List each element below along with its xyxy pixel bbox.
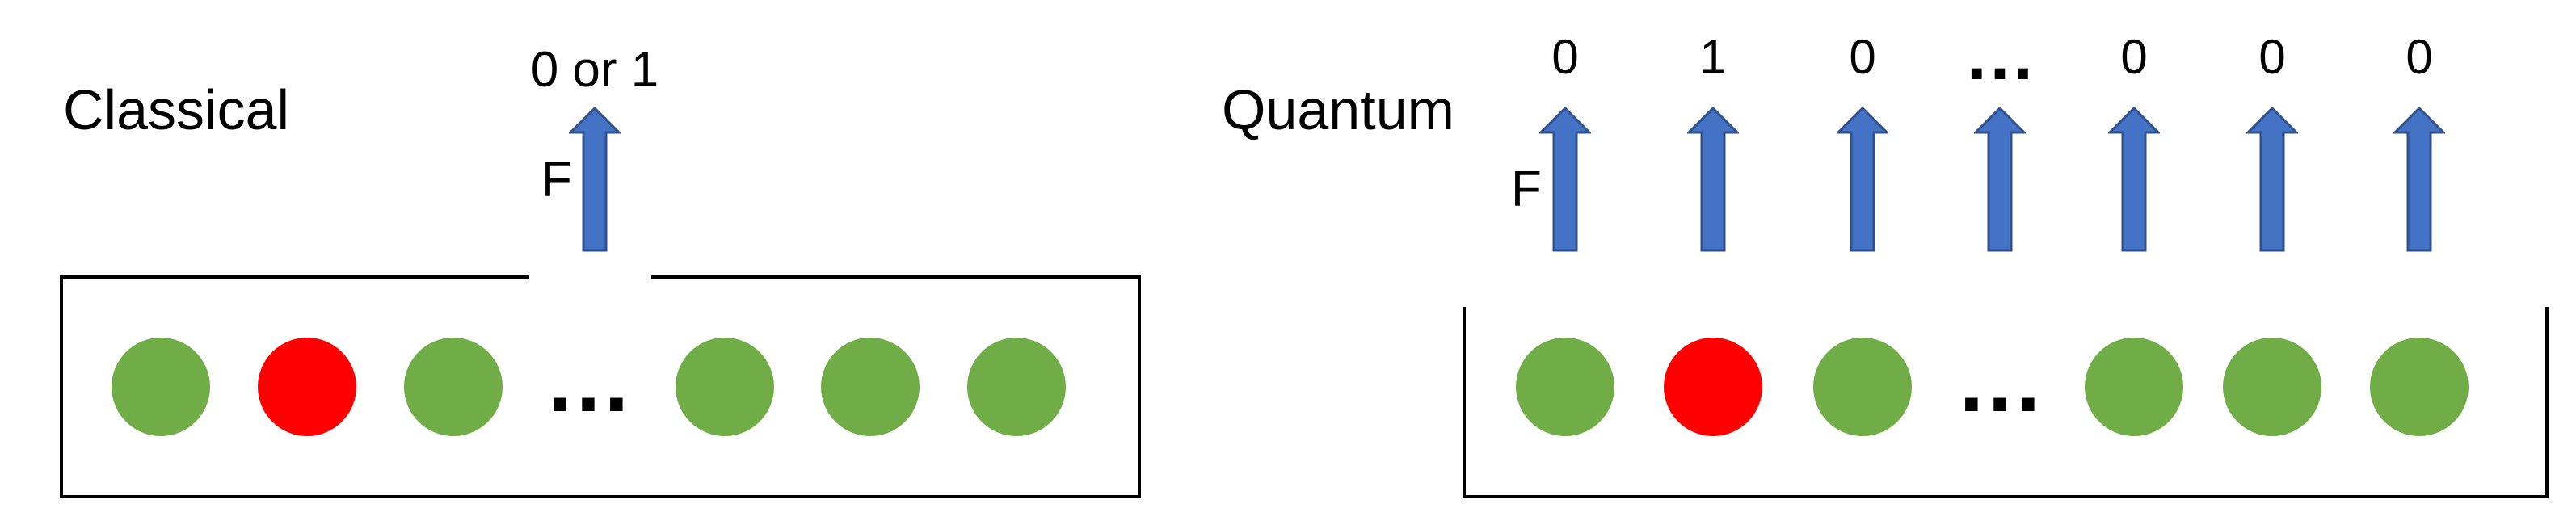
quantum-output-row: 0 1 0 … 0 0 0 (1551, 15, 2432, 95)
quantum-measure-arrow (1687, 107, 1739, 252)
classical-particle-green (404, 338, 503, 436)
quantum-measure-arrow (2246, 107, 2298, 252)
classical-output-label: 0 or 1 (531, 42, 659, 98)
quantum-particle-green (1516, 338, 1614, 436)
quantum-measure-arrow (2393, 107, 2445, 252)
quantum-particle-green (2085, 338, 2183, 436)
quantum-output-label: 0 (2406, 30, 2432, 84)
quantum-title: Quantum (1222, 78, 1454, 141)
classical-container (60, 275, 1141, 498)
quantum-panel: Quantum F 0 1 0 … 0 0 0 … (1222, 15, 2549, 498)
classical-particle-green (676, 338, 774, 436)
classical-particle-row: … (112, 331, 1066, 436)
classical-particle-red (258, 338, 356, 436)
quantum-particle-green (2370, 338, 2469, 436)
classical-ellipsis: … (544, 331, 633, 430)
quantum-output-label: 0 (2258, 30, 2285, 84)
quantum-measure-arrow (2108, 107, 2160, 252)
classical-particle-green (112, 338, 210, 436)
quantum-measure-arrow (1539, 107, 1591, 252)
quantum-arrow-label: F (1511, 162, 1542, 217)
quantum-arrow-row (1539, 107, 2445, 252)
classical-title: Classical (63, 78, 289, 141)
quantum-particle-row: … (1516, 331, 2469, 436)
quantum-particle-red (1664, 338, 1762, 436)
quantum-measure-arrow (1974, 107, 2026, 252)
quantum-output-label: 0 (2120, 30, 2147, 84)
classical-particle-green (967, 338, 1066, 436)
quantum-particle-green (2223, 338, 2321, 436)
classical-particle-green (821, 338, 920, 436)
quantum-output-label: … (1964, 15, 2036, 95)
classical-arrow-label: F (541, 152, 572, 208)
quantum-ellipsis: … (1955, 331, 2044, 430)
quantum-particle-green (1813, 338, 1912, 436)
quantum-output-label: 1 (1699, 30, 1726, 84)
classical-measure-arrow (569, 107, 621, 252)
quantum-output-label: 0 (1551, 30, 1578, 84)
quantum-container (1463, 307, 2549, 498)
quantum-measure-arrow (1837, 107, 1888, 252)
classical-panel: Classical 0 or 1 F … (60, 42, 1141, 498)
quantum-output-label: 0 (1849, 30, 1875, 84)
